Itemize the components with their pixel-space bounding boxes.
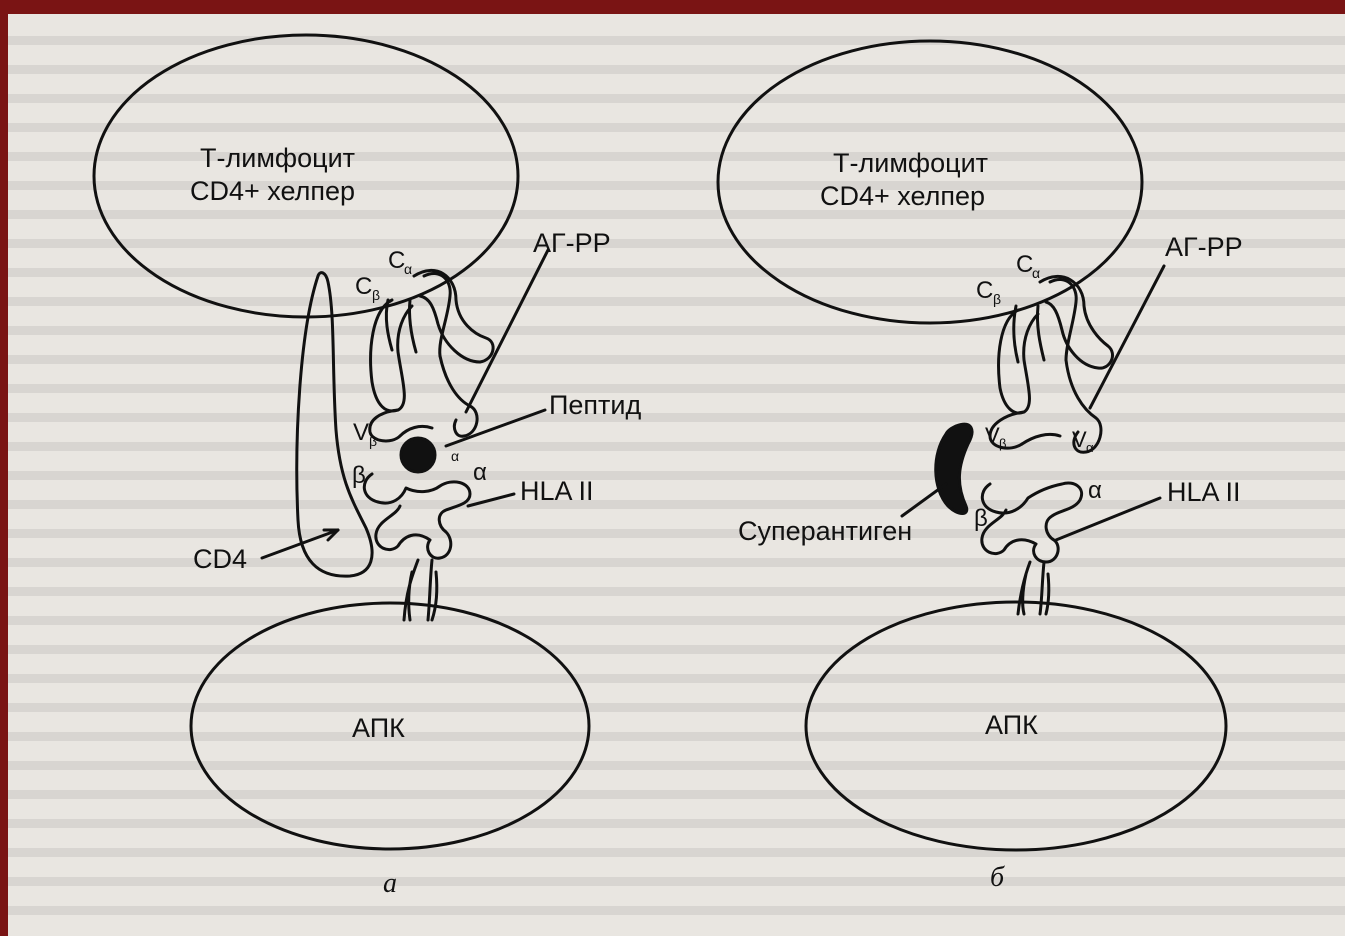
superantigen-label: Суперантиген bbox=[738, 516, 912, 546]
tcr-arrow-b bbox=[1090, 266, 1164, 408]
c-beta-sub-b: β bbox=[993, 291, 1001, 307]
c-alpha-sub-b: α bbox=[1032, 265, 1040, 281]
apc-label-b: АПК bbox=[985, 710, 1038, 740]
tcr-groove-a bbox=[400, 426, 432, 436]
hla-ii-arrow bbox=[468, 494, 514, 506]
peptide-arrow bbox=[446, 410, 545, 446]
alpha-label-a: α bbox=[473, 459, 487, 486]
tcr-groove-b bbox=[1022, 434, 1060, 444]
apc-label-a: АПК bbox=[352, 713, 405, 743]
caption-b: б bbox=[990, 862, 1005, 893]
hla-ii-molecule-a bbox=[364, 474, 470, 558]
superantigen-shape bbox=[936, 424, 972, 513]
hla-stalk-a bbox=[404, 560, 437, 620]
tcr-label-b: АГ-РР bbox=[1165, 232, 1243, 262]
c-beta-sub-a: β bbox=[372, 287, 380, 303]
beta-label-b: β bbox=[974, 505, 988, 532]
c-alpha-label-a: C bbox=[388, 247, 405, 274]
v-beta-label-a: V bbox=[353, 419, 369, 446]
v-beta-sub-a: β bbox=[369, 433, 377, 449]
peptide-label: Пептид bbox=[549, 390, 641, 420]
tcr-stalk-left-a bbox=[386, 300, 392, 350]
hla-ii-molecule-b bbox=[982, 483, 1082, 562]
beta-label-a: β bbox=[352, 462, 366, 489]
t-cell-label-line2-a: CD4+ хелпер bbox=[190, 176, 355, 206]
c-alpha-sub-a: α bbox=[404, 261, 412, 277]
superantigen-arrow bbox=[902, 484, 946, 516]
alpha-label-b: α bbox=[1088, 477, 1102, 504]
tcr-arrow-a bbox=[466, 250, 548, 412]
panel-a-labels: Т-лимфоцит CD4+ хелпер АГ-РР Пептид HLA … bbox=[190, 143, 641, 899]
t-cell-label-line2-b: CD4+ хелпер bbox=[820, 181, 985, 211]
cd4-label: CD4 bbox=[193, 544, 247, 574]
c-beta-label-a: C bbox=[355, 273, 372, 300]
v-alpha-sub-b: α bbox=[1086, 440, 1094, 455]
hla-stalk-b bbox=[1018, 562, 1049, 614]
t-cell-label-line1-b: Т-лимфоцит bbox=[833, 148, 988, 178]
panel-b-labels: Т-лимфоцит CD4+ хелпер АГ-РР HLA II Супе… bbox=[738, 148, 1243, 893]
peptide-dot bbox=[401, 438, 435, 472]
v-alpha-domain-a bbox=[440, 356, 477, 436]
v-alpha-label-b: V bbox=[1072, 427, 1087, 452]
c-alpha-label-b: C bbox=[1016, 251, 1033, 278]
t-cell-label-line1-a: Т-лимфоцит bbox=[200, 143, 355, 173]
tcr-label-a: АГ-РР bbox=[533, 228, 611, 258]
c-alpha-domain-a bbox=[414, 270, 493, 362]
caption-a: а bbox=[383, 868, 397, 899]
v-alpha-sub-a: α bbox=[451, 448, 459, 464]
v-beta-label-b: V bbox=[985, 423, 1000, 448]
hla-ii-label-b: HLA II bbox=[1167, 477, 1241, 507]
v-beta-sub-b: β bbox=[999, 436, 1006, 451]
hla-ii-arrow-b bbox=[1056, 498, 1160, 540]
c-beta-domain-a bbox=[371, 300, 412, 411]
c-beta-label-b: C bbox=[976, 277, 993, 304]
hla-ii-label-a: HLA II bbox=[520, 476, 594, 506]
